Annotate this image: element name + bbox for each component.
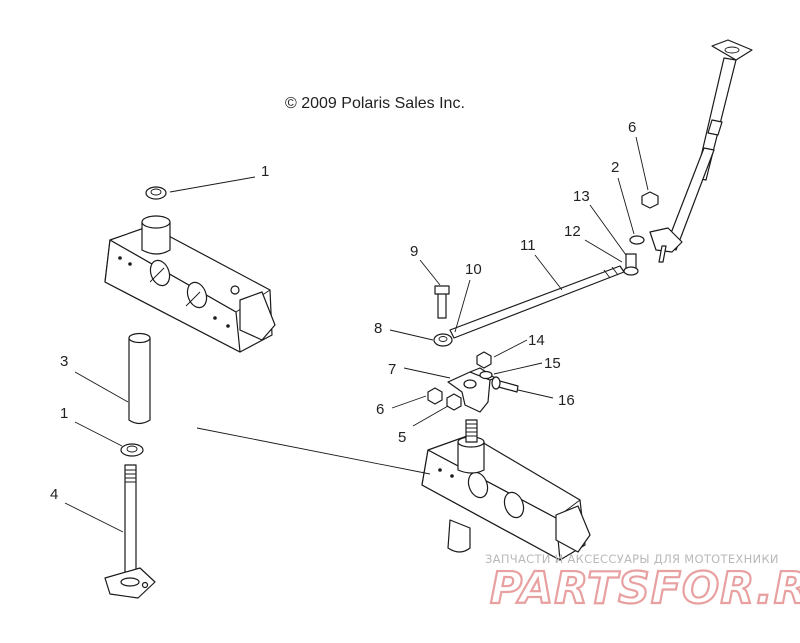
leader-lines <box>64 136 649 533</box>
watermark-tagline: ЗАПЧАСТИ И АКСЕССУАРЫ ДЛЯ МОТОТЕХНИКИ <box>485 552 779 566</box>
tie-rod <box>449 265 625 339</box>
rod-end-8 <box>433 333 453 347</box>
bolt-16 <box>491 376 519 393</box>
watermark: ЗАПЧАСТИ И АКСЕССУАРЫ ДЛЯ МОТОТЕХНИКИ PA… <box>485 552 800 615</box>
callout-label: 4 <box>50 486 58 503</box>
callout-label: 15 <box>544 355 561 372</box>
callout-label: 1 <box>261 163 269 180</box>
callout-label: 11 <box>520 237 536 254</box>
watermark-logo: PARTSFOR.RU <box>490 563 800 614</box>
nut-14 <box>476 351 492 369</box>
callout-label: 16 <box>558 392 575 409</box>
callout-label: 13 <box>573 188 590 205</box>
callout-label: 9 <box>410 243 418 260</box>
callout-label: 12 <box>564 223 581 240</box>
washer-15 <box>479 370 493 380</box>
bolt-9 <box>434 285 450 319</box>
callout-label: 6 <box>376 401 384 418</box>
callout-label: 3 <box>60 353 68 370</box>
copyright-text: © 2009 Polaris Sales Inc. <box>285 95 465 112</box>
callout-label: 7 <box>388 361 396 378</box>
steering-tube <box>128 332 151 425</box>
tie-rod-end <box>623 253 639 276</box>
bushing-lower <box>120 443 144 457</box>
nut-5 <box>446 393 462 411</box>
callout-label: 6 <box>628 119 636 136</box>
callout-label: 5 <box>398 429 406 446</box>
callout-label: 2 <box>611 159 619 176</box>
washer <box>629 235 645 245</box>
callout-labels: 1 3 1 4 9 10 11 12 13 2 6 8 14 7 15 6 16… <box>50 119 636 503</box>
frame-upper-left <box>104 215 276 353</box>
callout-label: 10 <box>465 261 482 278</box>
callout-label: 14 <box>528 332 545 349</box>
bushing-top-upper <box>145 186 167 200</box>
nut-lower <box>427 387 443 405</box>
frame-lower-right <box>421 419 591 561</box>
nut-upper <box>641 191 659 209</box>
callout-label: 1 <box>60 405 68 422</box>
callout-label: 8 <box>374 320 382 337</box>
steering-column <box>649 39 753 263</box>
steering-post <box>104 464 156 599</box>
